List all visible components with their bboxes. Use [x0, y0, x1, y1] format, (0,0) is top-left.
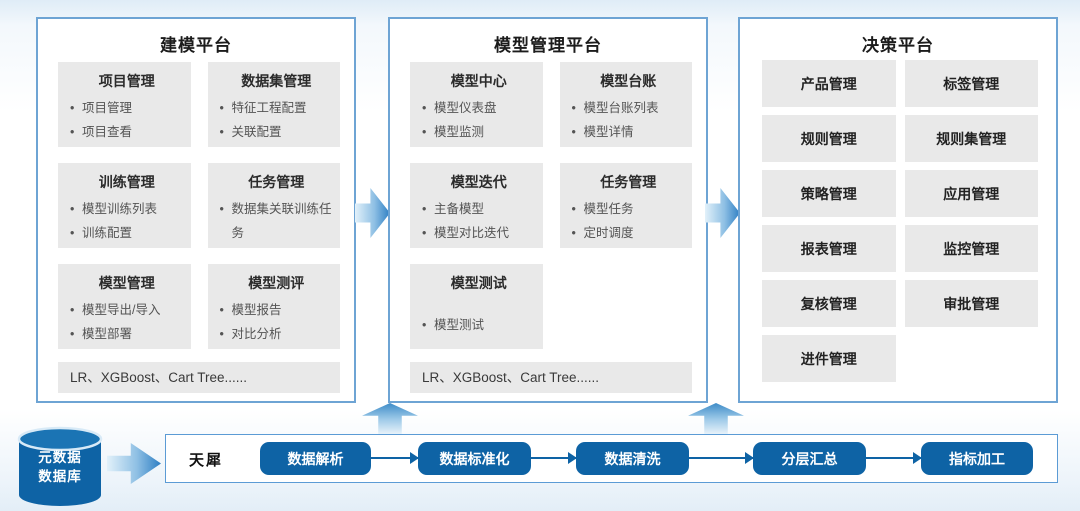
card-training-management: 训练管理 模型训练列表 训练配置: [58, 163, 191, 248]
card-title: 任务管理: [248, 174, 305, 190]
card-task-management: 任务管理 模型任务 定时调度: [559, 163, 692, 248]
database-cylinder-icon: [17, 426, 103, 506]
pipeline-engine-label: 天犀: [189, 452, 224, 469]
card-title: 模型测试: [450, 275, 507, 291]
module-application-management: 应用管理: [904, 170, 1038, 217]
module-monitoring-management: 监控管理: [904, 225, 1038, 272]
card-item: 模型详情: [570, 120, 688, 144]
pipeline-connector-arrow-icon: [689, 452, 754, 464]
module-approval-management: 审批管理: [904, 280, 1038, 327]
panel-modeling-platform: 建模平台 项目管理 项目管理 项目查看 数据集管理 特征工程配置 关联配置 训练…: [36, 17, 356, 403]
flow-arrow-up-icon: [362, 403, 418, 435]
card-item: 定时调度: [570, 221, 688, 245]
module-intake-management: 进件管理: [762, 335, 896, 382]
module-report-management: 报表管理: [762, 225, 896, 272]
card-model-testing: 模型测试 模型测试: [410, 264, 543, 349]
card-model-management: 模型管理 模型导出/导入 模型部署: [58, 264, 191, 349]
card-item: 模型监测: [420, 120, 538, 144]
datasource-label: 元数据 数据库: [16, 448, 104, 486]
card-item: 主备模型: [420, 197, 538, 221]
card-project-management: 项目管理 项目管理 项目查看: [58, 62, 191, 147]
flow-arrow-up-icon: [688, 403, 744, 435]
pipeline-step-layered-aggregation: 分层汇总: [753, 442, 866, 475]
panel-title-model-management: 模型管理平台: [494, 36, 602, 55]
card-item: 项目查看: [68, 120, 186, 144]
card-item: 特征工程配置: [218, 96, 336, 120]
card-item: 对比分析: [218, 322, 336, 346]
card-model-ledger: 模型台账 模型台账列表 模型详情: [559, 62, 692, 147]
card-title: 任务管理: [600, 174, 657, 190]
module-strategy-management: 策略管理: [762, 170, 896, 217]
pipeline-step-data-cleaning: 数据清洗: [576, 442, 689, 475]
card-title: 模型测评: [248, 275, 305, 291]
data-pipeline-box: 天犀 数据解析 数据标准化 数据清洗 分层汇总 指标加工: [165, 434, 1058, 483]
datasource-label-line1: 元数据: [38, 450, 82, 465]
flow-arrow-right-icon: [107, 443, 161, 484]
card-title: 模型台账: [600, 73, 657, 89]
card-item: 模型报告: [218, 298, 336, 322]
module-ruleset-management: 规则集管理: [904, 115, 1038, 162]
card-task-management: 任务管理 数据集关联训练任务: [207, 163, 340, 248]
module-product-management: 产品管理: [762, 60, 896, 107]
pipeline-connector-arrow-icon: [531, 452, 577, 464]
pipeline-step-metric-processing: 指标加工: [921, 442, 1033, 475]
card-title: 模型管理: [98, 275, 155, 291]
card-item: 模型导出/导入: [68, 298, 186, 322]
panel-title-modeling: 建模平台: [160, 36, 232, 55]
panel-model-management-platform: 模型管理平台 模型中心 模型仪表盘 模型监测 模型台账 模型台账列表 模型详情 …: [388, 17, 708, 403]
card-dataset-management: 数据集管理 特征工程配置 关联配置: [207, 62, 340, 147]
card-item: 模型测试: [420, 313, 538, 337]
card-title: 训练管理: [98, 174, 155, 190]
panel-decision-platform: 决策平台 产品管理 标签管理 规则管理 规则集管理 策略管理 应用管理 报表管理…: [738, 17, 1058, 403]
card-item: 模型任务: [570, 197, 688, 221]
algorithms-bar: LR、XGBoost、Cart Tree......: [410, 362, 692, 393]
flow-arrow-right-icon: [705, 188, 740, 238]
panel-title-decision: 决策平台: [862, 36, 934, 55]
card-item: 关联配置: [218, 120, 336, 144]
module-label-management: 标签管理: [904, 60, 1038, 107]
card-model-center: 模型中心 模型仪表盘 模型监测: [410, 62, 543, 147]
card-item: 模型台账列表: [570, 96, 688, 120]
card-item: 训练配置: [68, 221, 186, 245]
card-title: 模型迭代: [450, 174, 507, 190]
card-model-evaluation: 模型测评 模型报告 对比分析: [207, 264, 340, 349]
card-title: 模型中心: [450, 73, 507, 89]
datasource-label-line2: 数据库: [38, 469, 82, 484]
card-item: 模型部署: [68, 322, 186, 346]
card-item: 项目管理: [68, 96, 186, 120]
pipeline-step-data-parsing: 数据解析: [260, 442, 371, 475]
flow-arrow-right-icon: [355, 188, 390, 238]
card-model-iteration: 模型迭代 主备模型 模型对比迭代: [410, 163, 543, 248]
algorithms-bar: LR、XGBoost、Cart Tree......: [58, 362, 340, 393]
card-item: 数据集关联训练任务: [218, 197, 336, 245]
card-title: 项目管理: [98, 73, 155, 89]
decision-modules: 产品管理 标签管理 规则管理 规则集管理 策略管理 应用管理 报表管理 监控管理…: [762, 60, 1038, 382]
card-item: 模型仪表盘: [420, 96, 538, 120]
module-review-management: 复核管理: [762, 280, 896, 327]
card-item: 模型训练列表: [68, 197, 186, 221]
modeling-cards: 项目管理 项目管理 项目查看 数据集管理 特征工程配置 关联配置 训练管理 模型…: [58, 62, 340, 349]
model-management-cards: 模型中心 模型仪表盘 模型监测 模型台账 模型台账列表 模型详情 模型迭代 主备…: [410, 62, 692, 349]
card-title: 数据集管理: [241, 73, 312, 89]
pipeline-connector-arrow-icon: [866, 452, 922, 464]
module-rule-management: 规则管理: [762, 115, 896, 162]
pipeline-connector-arrow-icon: [371, 452, 419, 464]
pipeline-step-data-standardization: 数据标准化: [418, 442, 531, 475]
card-item: 模型对比迭代: [420, 221, 538, 245]
